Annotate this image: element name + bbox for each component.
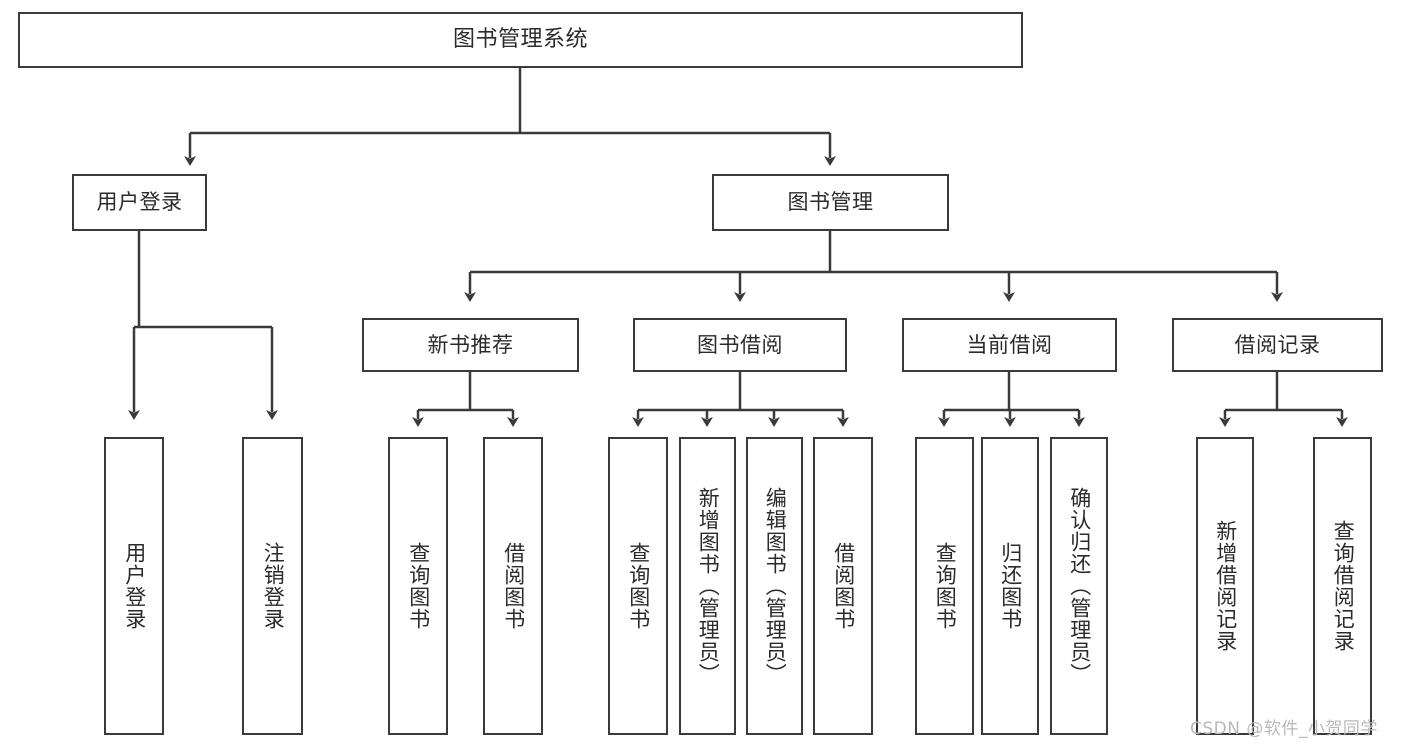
node-label: 归还图书 [998, 542, 1023, 630]
node-leaf-logout[interactable]: 注销登录 [242, 437, 303, 735]
node-label: 新增图书（管理员） [696, 487, 721, 685]
node-label: 查询图书 [406, 542, 431, 630]
node-leaf-borrow-book-recommend[interactable]: 借阅图书 [483, 437, 543, 735]
node-label: 查询图书 [933, 542, 958, 630]
node-leaf-add-borrow-record[interactable]: 新增借阅记录 [1196, 437, 1254, 735]
node-root-book-management-system[interactable]: 图书管理系统 [18, 12, 1023, 68]
node-label: 编辑图书（管理员） [763, 487, 788, 685]
node-leaf-user-login[interactable]: 用户登录 [104, 437, 164, 735]
node-user-login[interactable]: 用户登录 [72, 174, 207, 231]
node-label: 用户登录 [122, 542, 147, 630]
node-current-borrow[interactable]: 当前借阅 [902, 318, 1117, 372]
node-label: 新增借阅记录 [1213, 520, 1238, 652]
node-label: 注销登录 [261, 542, 286, 630]
node-label: 用户登录 [96, 190, 183, 215]
node-label: 查询图书 [626, 542, 651, 630]
node-label: 借阅图书 [831, 542, 856, 630]
node-leaf-borrow-book[interactable]: 借阅图书 [813, 437, 873, 735]
node-label: 图书借阅 [697, 332, 783, 357]
node-leaf-confirm-return-admin[interactable]: 确认归还（管理员） [1050, 437, 1108, 735]
node-label: 图书管理 [787, 190, 874, 215]
node-leaf-query-borrow-record[interactable]: 查询借阅记录 [1313, 437, 1372, 735]
node-new-book-recommend[interactable]: 新书推荐 [362, 318, 579, 372]
node-leaf-query-book-recommend[interactable]: 查询图书 [388, 437, 448, 735]
node-leaf-return-book[interactable]: 归还图书 [981, 437, 1039, 735]
node-label: 借阅记录 [1234, 332, 1321, 357]
node-book-management[interactable]: 图书管理 [712, 174, 949, 231]
node-leaf-edit-book-admin[interactable]: 编辑图书（管理员） [746, 437, 803, 735]
node-label: 当前借阅 [966, 332, 1053, 357]
node-label: 查询借阅记录 [1331, 520, 1356, 652]
node-leaf-add-book-admin[interactable]: 新增图书（管理员） [679, 437, 736, 735]
node-borrow-record[interactable]: 借阅记录 [1172, 318, 1383, 372]
node-label: 新书推荐 [427, 332, 514, 357]
csdn-watermark: CSDN @软件_小贺同学 [1190, 719, 1378, 739]
node-leaf-query-book-current[interactable]: 查询图书 [915, 437, 974, 735]
node-label: 借阅图书 [501, 542, 526, 630]
node-book-borrow[interactable]: 图书借阅 [633, 318, 847, 372]
node-label: 确认归还（管理员） [1067, 487, 1092, 685]
node-label: 图书管理系统 [452, 27, 588, 53]
node-leaf-query-book-borrow[interactable]: 查询图书 [608, 437, 668, 735]
